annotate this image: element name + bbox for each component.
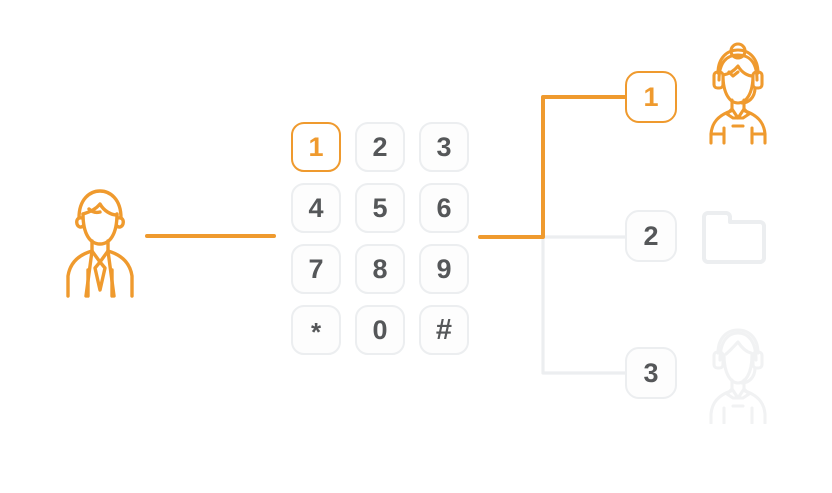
dtmf-keypad[interactable]: 1 2 3 4 5 6 7 8 9 * 0 #	[291, 122, 469, 355]
keypad-key-hash[interactable]: #	[419, 305, 469, 355]
folder-icon	[698, 206, 774, 266]
menu-option-3-box[interactable]: 3	[625, 347, 677, 399]
caller-to-keypad-connector	[145, 234, 276, 238]
keypad-key-9[interactable]: 9	[419, 244, 469, 294]
branch-line-3	[541, 235, 627, 375]
caller-person-icon	[48, 178, 152, 302]
keypad-key-0[interactable]: 0	[355, 305, 405, 355]
menu-branch-connectors	[478, 80, 648, 400]
keypad-key-5[interactable]: 5	[355, 183, 405, 233]
branch-line-1-active	[478, 95, 627, 239]
keypad-key-star[interactable]: *	[291, 305, 341, 355]
keypad-key-8[interactable]: 8	[355, 244, 405, 294]
keypad-key-6[interactable]: 6	[419, 183, 469, 233]
menu-option-2-box[interactable]: 2	[625, 210, 677, 262]
headset-agent-icon-inactive	[700, 320, 776, 425]
keypad-key-1[interactable]: 1	[291, 122, 341, 172]
keypad-key-7[interactable]: 7	[291, 244, 341, 294]
headset-agent-icon	[702, 42, 774, 146]
keypad-key-3[interactable]: 3	[419, 122, 469, 172]
keypad-key-2[interactable]: 2	[355, 122, 405, 172]
keypad-key-4[interactable]: 4	[291, 183, 341, 233]
menu-option-1-box[interactable]: 1	[625, 71, 677, 123]
